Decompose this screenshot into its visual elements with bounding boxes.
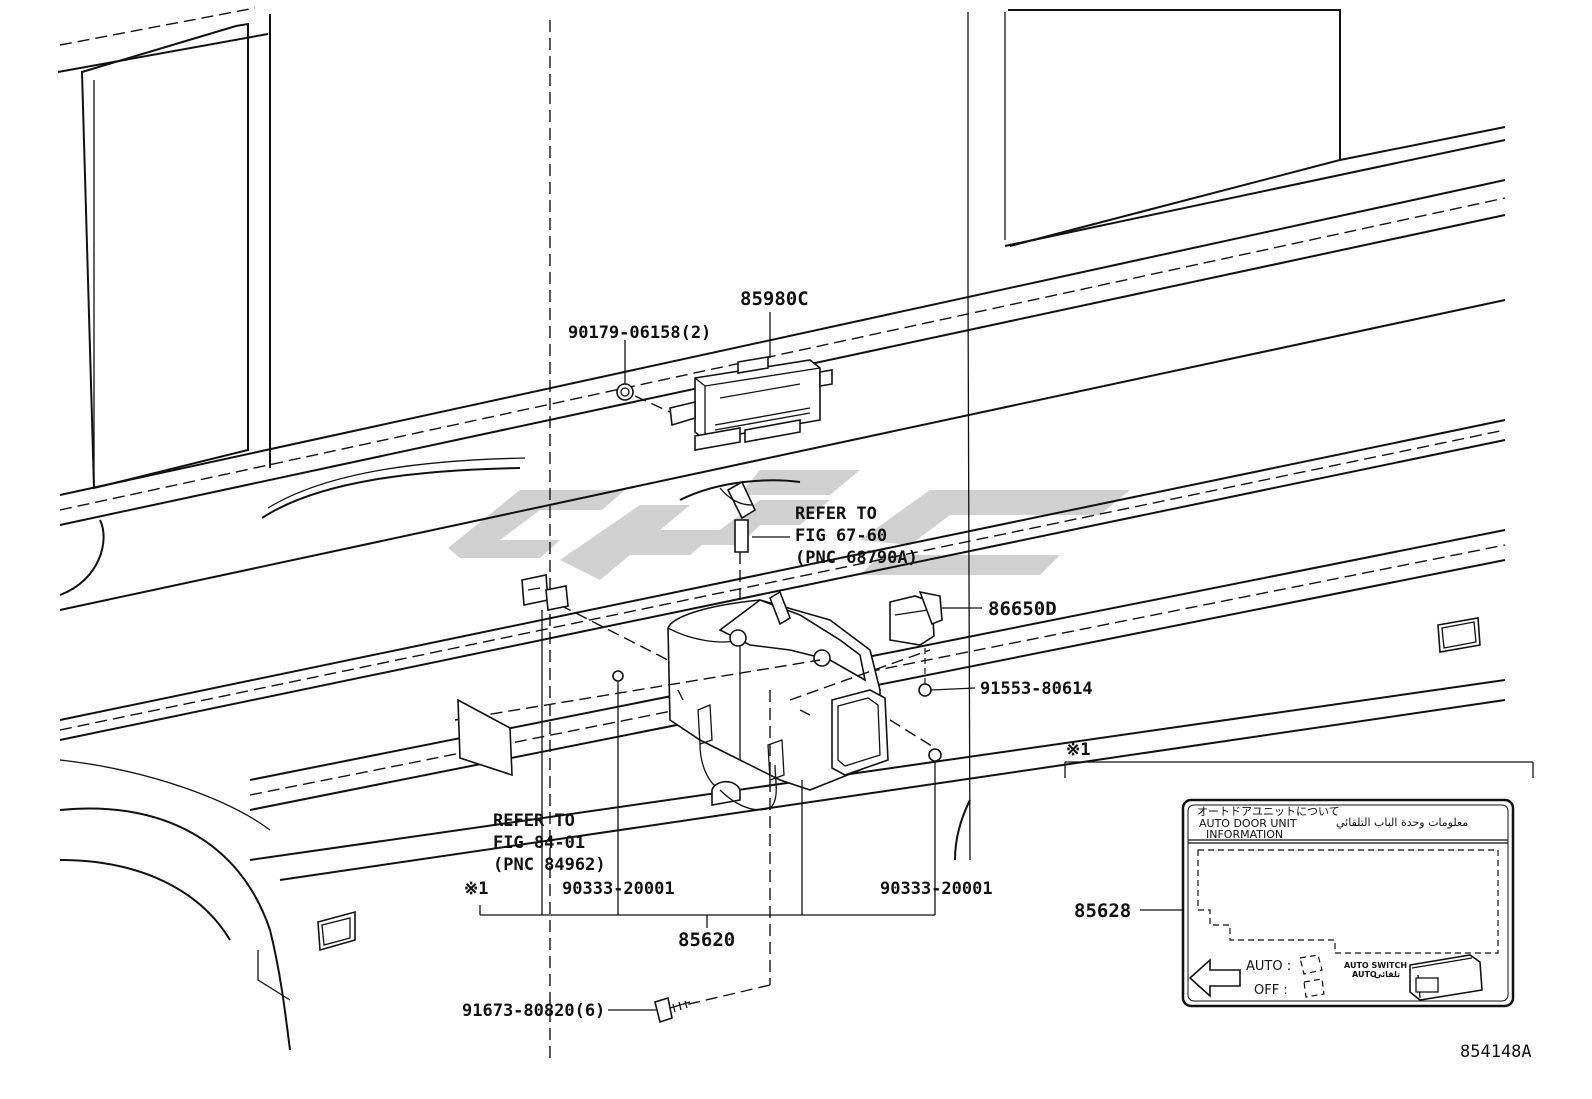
ecu-85980c[interactable] [669, 356, 833, 451]
label-refer-left-1[interactable]: REFER TO [493, 811, 575, 831]
switch-auto-icon [1299, 954, 1323, 975]
inset-bracket [1064, 761, 1534, 778]
clip-90333-right[interactable] [928, 748, 942, 762]
screw-91673[interactable] [654, 996, 691, 1024]
switch-connector-left[interactable] [521, 574, 569, 611]
label-90179[interactable]: 90179-06158(2) [568, 323, 711, 343]
figure-code: 854148A [1460, 1042, 1532, 1062]
nut-90179[interactable] [616, 383, 634, 401]
clip-90333-left[interactable] [612, 670, 624, 682]
callout-85620 [479, 780, 936, 928]
label-refer-left-3[interactable]: (PNC 84962) [493, 855, 606, 875]
label-note-right: ※1 [1066, 740, 1090, 760]
plate-text-area [1197, 849, 1499, 954]
label-85980c[interactable]: 85980C [740, 288, 809, 310]
label-90333-left[interactable]: 90333-20001 [562, 879, 675, 899]
label-refer-top-2[interactable]: FIG 67-60 [795, 526, 887, 546]
auto-door-unit-85620[interactable] [667, 590, 889, 811]
label-note-left: ※1 [464, 879, 488, 899]
label-91673[interactable]: 91673-80820(6) [462, 1001, 605, 1021]
label-86650d[interactable]: 86650D [988, 598, 1057, 620]
plate-switch-title: AUTO SWITCH [1344, 961, 1407, 970]
watermark-logo [448, 470, 1130, 580]
plate-auto-label: AUTO : [1246, 959, 1291, 974]
arrow-left-icon [1188, 958, 1241, 998]
plate-ar-title: معلومات وحدة الباب التلقائي [1336, 816, 1468, 829]
plate-en-title-1: AUTO DOOR UNIT [1199, 817, 1297, 830]
plate-en-title-2: INFORMATION [1206, 828, 1283, 841]
screw-91553[interactable] [918, 683, 932, 697]
label-refer-top-1[interactable]: REFER TO [795, 504, 877, 524]
label-plate-85628[interactable]: オートドアユニットについて AUTO DOOR UNIT INFORMATION… [1181, 798, 1515, 1008]
label-90333-right[interactable]: 90333-20001 [880, 879, 993, 899]
switch-off-icon [1303, 978, 1325, 998]
label-refer-top-3[interactable]: (PNC 68790A) [795, 548, 918, 568]
label-91553[interactable]: 91553-80614 [980, 679, 1093, 699]
label-85628[interactable]: 85628 [1074, 900, 1131, 922]
hose-connector[interactable] [261, 457, 801, 553]
plate-switch-auto: AUTO [1352, 970, 1377, 979]
plate-jp-title: オートドアユニットについて [1197, 805, 1340, 818]
plate-off-label: OFF : [1254, 983, 1288, 998]
sticker-pad[interactable] [457, 698, 513, 777]
plate-switch-ar: تلقائي [1374, 970, 1400, 979]
label-refer-left-2[interactable]: FIG 84-01 [493, 833, 585, 853]
clip-86650d[interactable] [889, 590, 943, 646]
label-85620[interactable]: 85620 [678, 929, 735, 951]
